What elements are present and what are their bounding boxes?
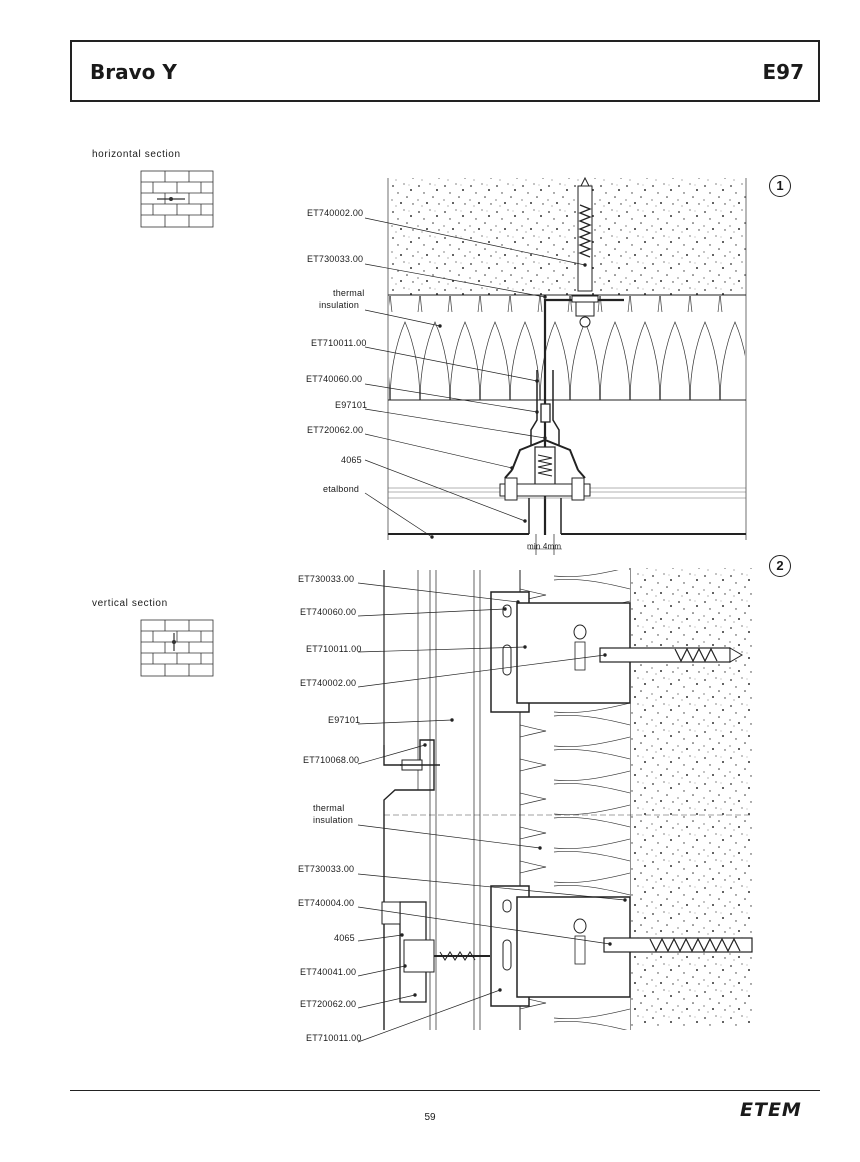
key-diagram-vertical [140,619,214,677]
label-et730033-lower: ET730033.00 [298,864,355,874]
label-thermal: thermal [333,288,365,298]
detail-number-2: 2 [769,555,791,577]
label-et720062-b: ET720062.00 [300,999,357,1009]
label-et740060-b: ET740060.00 [300,607,357,617]
label-etalbond: etalbond [323,484,360,494]
concrete-wall-bottom [630,568,752,1028]
leader-dots-detail-1 [430,263,587,539]
label-et740041: ET740041.00 [300,967,357,977]
label-et740002-b: ET740002.00 [300,678,357,688]
label-insulation: insulation [319,300,360,310]
detail-2-vertical-section [381,568,753,1030]
label-et740060: ET740060.00 [306,374,363,384]
leader-lines-detail-2 [357,582,626,1043]
vertical-section-label: vertical section [92,598,168,609]
label-4065: 4065 [341,455,362,465]
label-e97101: E97101 [335,400,368,410]
page-number: 59 [424,1112,436,1123]
etem-logo: ETEM [740,1099,802,1121]
page-header: Bravo Y E97 [70,40,820,102]
label-et710068: ET710068.00 [303,755,360,765]
label-4065-b: 4065 [334,933,355,943]
anchor-lower [603,937,753,953]
leader-dots-detail-2 [400,600,627,997]
label-et730033-upper: ET730033.00 [298,574,355,584]
page-title: Bravo Y [90,60,177,84]
label-min-gap: min 4mm [527,542,562,551]
label-thermal-b: thermal [313,803,345,813]
label-et730033: ET730033.00 [307,254,364,264]
detail-1-horizontal-section [387,176,747,555]
footer-rule [70,1090,820,1091]
label-et720062: ET720062.00 [307,425,364,435]
concrete-wall-top [388,178,746,295]
key-diagram-horizontal [140,170,214,228]
label-insulation-b: insulation [313,815,354,825]
leader-lines-detail-1 [364,217,586,538]
detail-number-1: 1 [769,175,791,197]
product-code: E97 [762,60,805,84]
horizontal-section-label: horizontal section [92,149,181,160]
label-et710011-lower: ET710011.00 [306,1033,362,1043]
label-et740002: ET740002.00 [307,208,364,218]
thermal-insulation-top [389,296,745,400]
label-e97101-b: E97101 [328,715,361,725]
label-et710011-upper: ET710011.00 [306,644,362,654]
label-et710011: ET710011.00 [311,338,367,348]
label-et740004: ET740004.00 [298,898,355,908]
